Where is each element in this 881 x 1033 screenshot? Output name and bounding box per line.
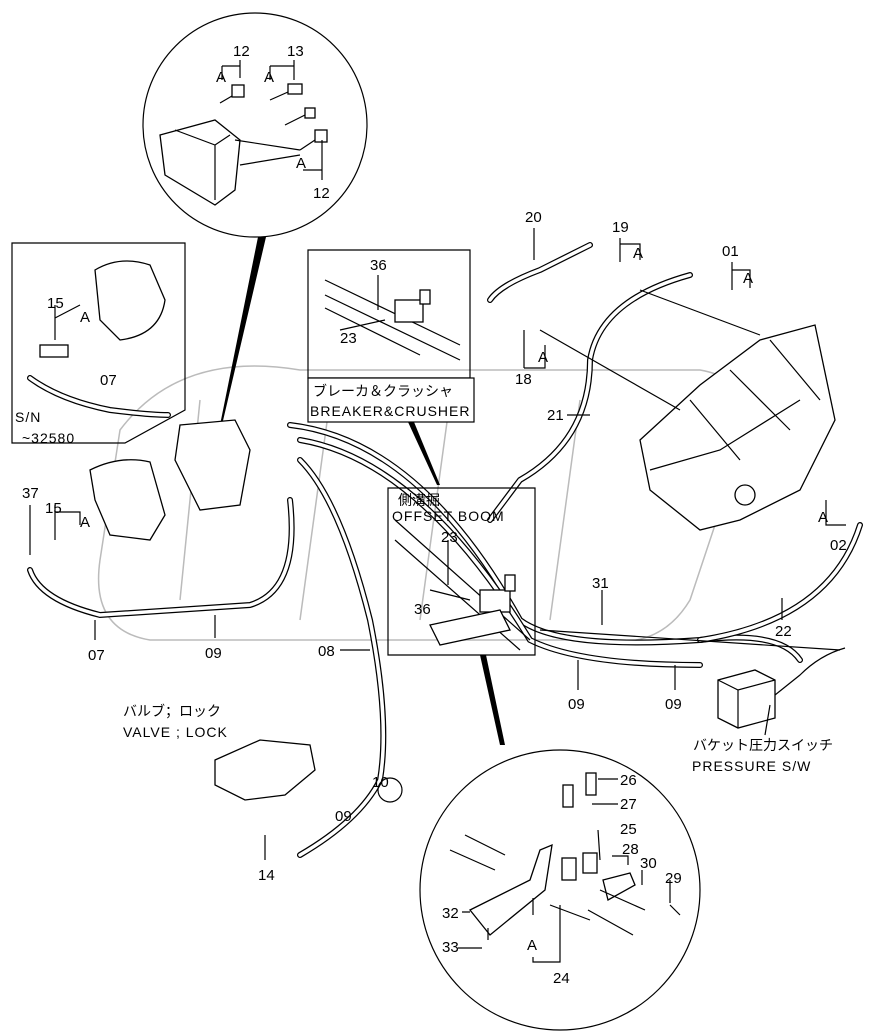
control-valve-assembly: 20 19 A 01 A 18 A 21 A 02	[487, 209, 847, 554]
callout-20: 20	[525, 209, 542, 226]
callout-a: A	[743, 270, 753, 287]
top-detail-circle: 12 13 A A A 12	[142, 12, 368, 425]
callout-27: 27	[620, 796, 637, 813]
callout-01: 01	[722, 243, 739, 260]
callout-14: 14	[258, 867, 275, 884]
callout-09: 09	[665, 696, 682, 713]
callout-07: 07	[100, 372, 117, 389]
inset-serial: 15 A 07 S/N ~32580	[11, 242, 186, 446]
callout-23: 23	[441, 529, 458, 546]
callout-09: 09	[205, 645, 222, 662]
serial-label: S/N	[15, 409, 41, 425]
callout-36: 36	[370, 257, 387, 274]
callout-a: A	[527, 937, 537, 954]
callout-13: 13	[287, 43, 304, 60]
callout-33: 33	[442, 939, 459, 956]
valve-lock-label-en: VALVE ; LOCK	[123, 724, 228, 740]
callout-37: 37	[22, 485, 39, 502]
main-hose-routing: 37 15 A 07 09 08 31 22 09 09 10 09 14	[22, 419, 863, 884]
callout-25: 25	[620, 821, 637, 838]
serial-range: ~32580	[22, 430, 75, 446]
pressure-switch-label-jp: バケット圧力スイッチ	[693, 737, 833, 753]
pressure-switch: バケット圧力スイッチ PRESSURE S/W	[692, 647, 846, 774]
callout-30: 30	[640, 855, 657, 872]
callout-21: 21	[547, 407, 564, 424]
offset-title-jp: 側溝掘	[398, 492, 440, 508]
pressure-switch-label-en: PRESSURE S/W	[692, 758, 811, 774]
callout-19: 19	[612, 219, 629, 236]
callout-26: 26	[620, 772, 637, 789]
callout-28: 28	[622, 841, 639, 858]
callout-18: 18	[515, 371, 532, 388]
callout-09: 09	[568, 696, 585, 713]
callout-08: 08	[318, 643, 335, 660]
callout-a: A	[80, 514, 90, 531]
callout-a: A	[80, 309, 90, 326]
callout-23: 23	[340, 330, 357, 347]
callout-29: 29	[665, 870, 682, 887]
inset-offset-boom: 側溝掘 OFFSET BOOM 23 36	[387, 487, 536, 745]
callout-09: 09	[335, 808, 352, 825]
callout-12: 12	[313, 185, 330, 202]
callout-a: A	[818, 509, 828, 526]
callout-15: 15	[45, 500, 62, 517]
breaker-title-jp: ブレーカ＆クラッシャ	[313, 383, 453, 399]
callout-a: A	[264, 69, 274, 86]
leader-wedge	[220, 237, 266, 425]
callout-a: A	[633, 245, 643, 262]
callout-12: 12	[233, 43, 250, 60]
callout-02: 02	[830, 537, 847, 554]
callout-31: 31	[592, 575, 609, 592]
inset-breaker-crusher: 36 23 ブレーカ＆クラッシャ BREAKER&CRUSHER	[307, 249, 475, 485]
callout-24: 24	[553, 970, 570, 987]
bottom-detail-circle: 26 27 25 28 30 29 32 33 A 24	[419, 749, 701, 1031]
callout-a: A	[216, 69, 226, 86]
callout-36: 36	[414, 601, 431, 618]
callout-32: 32	[442, 905, 459, 922]
valve-lock-label-jp: バルブ；ロック	[123, 703, 221, 720]
breaker-title-en: BREAKER&CRUSHER	[310, 403, 470, 419]
callout-a: A	[296, 155, 306, 172]
callout-07: 07	[88, 647, 105, 664]
callout-22: 22	[775, 623, 792, 640]
callout-a: A	[538, 349, 548, 366]
callout-10: 10	[372, 774, 389, 791]
offset-title-en: OFFSET BOOM	[392, 508, 505, 524]
leader-wedge	[408, 422, 440, 485]
leader-wedge	[480, 655, 505, 745]
callout-15: 15	[47, 295, 64, 312]
